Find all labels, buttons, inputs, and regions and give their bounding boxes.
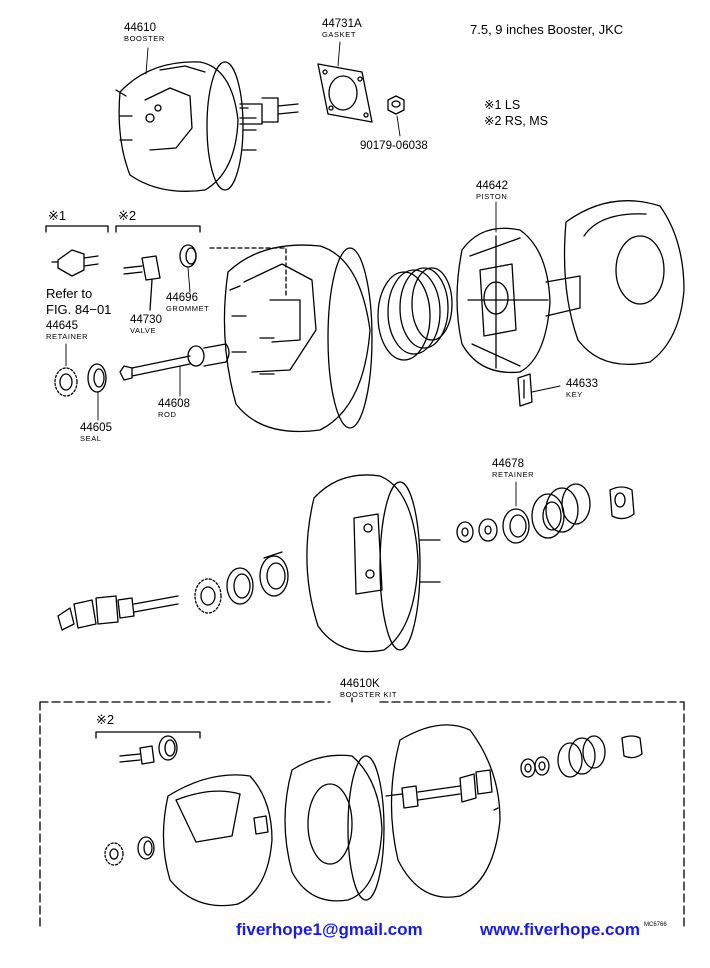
piston-part	[456, 227, 551, 374]
label-retainer-rear: 44678 RETAINER	[492, 458, 534, 479]
reference-line-1: Refer to	[46, 286, 93, 301]
group-bracket-2	[115, 225, 201, 233]
group-bracket-1	[45, 225, 109, 233]
grommet-number: 44696	[166, 292, 198, 304]
retainer-rear-part	[502, 508, 530, 544]
gasket-part	[317, 63, 373, 123]
legend-mark-1: ※1	[484, 98, 502, 112]
piston-number: 44642	[476, 180, 508, 192]
booster-housing-middle	[209, 244, 373, 433]
washer-rear-2	[478, 518, 498, 542]
grommet-name: GROMMET	[166, 304, 210, 313]
gasket-number: 44731A	[322, 18, 362, 30]
rod-number: 44608	[158, 398, 190, 410]
nut-part	[387, 95, 405, 115]
washer-rear-1	[456, 521, 474, 543]
footer-website[interactable]: www.fiverhope.com	[480, 920, 640, 939]
gasket-name: GASKET	[322, 30, 357, 39]
kit-valve-part	[119, 735, 178, 765]
valve-name: VALVE	[130, 326, 157, 335]
valve-part	[123, 255, 161, 311]
label-grommet: 44696 GROMMET	[166, 292, 209, 313]
kit-rear-shell	[284, 754, 385, 902]
key-name: KEY	[566, 390, 583, 399]
retainer-front-part	[54, 367, 78, 397]
label-rod: 44608 ROD	[158, 398, 190, 419]
rear-shell-top	[545, 200, 685, 365]
booster-number: 44610	[124, 22, 156, 34]
kit-front-shell	[162, 774, 273, 907]
kit-cap	[621, 735, 643, 759]
rod-name: ROD	[158, 410, 177, 419]
label-key: 44633 KEY	[566, 378, 598, 399]
booster-name: BOOSTER	[124, 34, 165, 43]
group-mark-2: ※2	[118, 208, 137, 223]
diagram-title: 7.5, 9 inches Booster, JKC	[470, 22, 624, 37]
retainer-front-name: RETAINER	[46, 332, 89, 341]
grommet-part	[179, 244, 197, 268]
booster-kit-name: BOOSTER KIT	[340, 690, 398, 699]
valve-number: 44730	[130, 314, 162, 326]
label-nut: 90179-06038	[360, 140, 428, 152]
kit-washer-1	[520, 758, 536, 778]
legend-mark-2: ※2	[484, 114, 502, 128]
kit-boot	[557, 735, 606, 778]
leader-lines	[65, 41, 561, 507]
bushing-lower	[259, 551, 289, 597]
legend-item-2: ※2 RS, MS	[484, 114, 548, 129]
retainer-rear-name: RETAINER	[492, 470, 535, 479]
valve-body-lower	[57, 595, 179, 631]
legend-text-2: RS, MS	[504, 114, 548, 128]
reference-line-2: FIG. 84−01	[46, 302, 112, 317]
piston-name: PISTON	[476, 192, 508, 201]
booster-kit-frame	[39, 697, 685, 929]
booster-assembly-top	[115, 61, 299, 192]
kit-washer-2	[534, 756, 550, 776]
retainer-front-number: 44645	[46, 320, 78, 332]
kit-retainer	[104, 842, 124, 866]
retainer-rear-number: 44678	[492, 458, 524, 470]
kit-diaphragm	[390, 724, 501, 898]
lock-washer-lower	[194, 578, 222, 614]
seal-name: SEAL	[80, 434, 102, 443]
seal-lower	[226, 567, 254, 605]
cap-rear	[609, 486, 635, 520]
kit-valve-body	[385, 769, 493, 809]
label-seal: 44605 SEAL	[80, 422, 112, 443]
legend-text-1: LS	[504, 98, 521, 112]
seal-part	[87, 363, 107, 393]
rear-shell-lower	[306, 474, 441, 653]
group-mark-2-kit: ※2	[96, 712, 115, 727]
booster-kit-number: 44610K	[340, 678, 380, 690]
key-part	[517, 373, 533, 407]
corner-code: MC6766	[644, 922, 667, 928]
label-piston: 44642 PISTON	[476, 180, 508, 201]
valve-ls-part	[51, 249, 99, 277]
footer-email[interactable]: fiverhope1@gmail.com	[236, 920, 423, 939]
label-booster-kit: 44610K BOOSTER KIT	[340, 678, 397, 699]
group-mark-1: ※1	[48, 208, 67, 223]
nut-number: 90179-06038	[360, 140, 428, 152]
kit-seal	[137, 836, 155, 860]
seal-number: 44605	[80, 422, 112, 434]
key-number: 44633	[566, 378, 598, 390]
diaphragm-spring	[377, 267, 453, 361]
label-retainer-front: 44645 RETAINER	[46, 320, 88, 341]
boot-rear	[531, 483, 591, 539]
rod-part	[119, 343, 230, 381]
label-gasket: 44731A GASKET	[322, 18, 362, 39]
legend-item-1: ※1 LS	[484, 98, 520, 113]
label-booster: 44610 BOOSTER	[124, 22, 165, 43]
label-valve: 44730 VALVE	[130, 314, 162, 335]
